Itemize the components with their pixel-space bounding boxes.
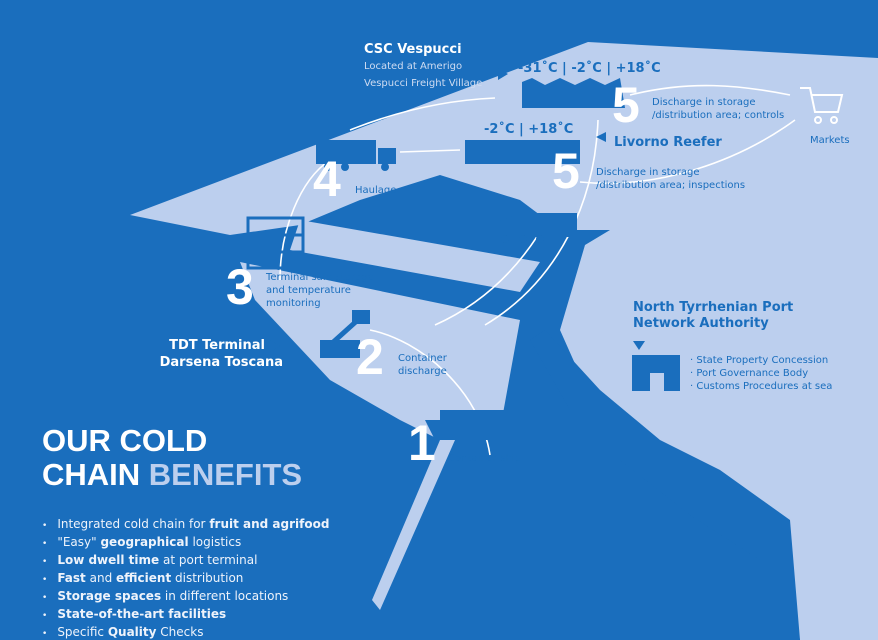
csc-temps: -31˚C | -2˚C | +18˚C	[518, 61, 661, 76]
reefer-warehouse-icon	[465, 140, 580, 164]
headline-line2: CHAIN BENEFITS	[42, 458, 302, 492]
storage-rack-icon	[246, 216, 305, 270]
benefit-item: State-of-the-art facilities	[42, 606, 329, 624]
authority-item: · Port Governance Body	[690, 368, 809, 379]
authority-line1: North Tyrrhenian Port	[633, 300, 794, 315]
reefer-title: Livorno Reefer	[614, 135, 722, 150]
step-2-number: 2	[356, 329, 384, 385]
markets-label: Markets	[810, 135, 850, 146]
reefer-temps: -2˚C | +18˚C	[484, 122, 574, 137]
step-5a-number: 5	[612, 77, 640, 133]
step-5b-number: 5	[552, 143, 580, 199]
step-3-number: 3	[226, 259, 254, 315]
step-4-label: Haulage	[355, 185, 397, 196]
authority-line2: Network Authority	[633, 316, 769, 331]
pointer-csc	[498, 68, 508, 80]
step-1-label: Container ship	[448, 453, 521, 464]
step-5b-label: Discharge in storage /distribution area;…	[596, 167, 746, 191]
pointer-tdt	[270, 340, 280, 352]
step-5a-label: Discharge in storage /distribution area;…	[652, 97, 785, 121]
tdt-line2: Darsena Toscana	[159, 355, 283, 370]
headline-line1: OUR COLD	[42, 423, 208, 458]
land-terminal	[240, 262, 520, 610]
authority-item-text: Customs Procedures at sea	[696, 381, 833, 392]
flow-arrows	[279, 84, 796, 456]
headline: OUR COLD CHAIN BENEFITS	[42, 424, 302, 492]
truck-icon	[316, 140, 396, 171]
benefit-item: "Easy" geographical logistics	[42, 534, 329, 552]
land-pier	[290, 220, 540, 292]
shopping-cart-icon	[800, 87, 844, 124]
step-2-label: Container discharge	[398, 353, 447, 377]
csc-line1: Located at Amerigo	[364, 61, 463, 72]
tdt-line1: TDT Terminal	[169, 338, 265, 353]
authority-item-text: Port Governance Body	[696, 368, 809, 379]
container-ship-icon	[425, 402, 545, 440]
benefit-item: Storage spaces in different locations	[42, 588, 329, 606]
benefits-list: Integrated cold chain for fruit and agri…	[42, 516, 329, 640]
reach-stacker-icon	[320, 310, 370, 358]
benefit-item: Specific Quality Checks	[42, 624, 329, 640]
benefit-item: Low dwell time at port terminal	[42, 552, 329, 570]
water-channel	[530, 330, 800, 640]
step-3-label: Terminal safe storage and temperature mo…	[266, 272, 374, 309]
step-4-number: 4	[313, 151, 341, 207]
pointer-reefer	[596, 132, 606, 142]
authority-item: · Customs Procedures at sea	[690, 381, 833, 392]
headline-benefits: BENEFITS	[148, 457, 303, 492]
pointer-arrows	[270, 68, 645, 352]
authority-item-text: State Property Concession	[696, 355, 829, 366]
authority-building-icon	[632, 355, 680, 391]
pointer-authority	[633, 341, 645, 350]
benefit-item: Fast and efficient distribution	[42, 570, 329, 588]
benefit-item: Integrated cold chain for fruit and agri…	[42, 516, 329, 534]
csc-warehouse-icon	[522, 78, 625, 108]
step-1-number: 1	[408, 415, 436, 471]
csc-line2: Vespucci Freight Village	[364, 78, 483, 89]
truck-icon-2	[497, 213, 577, 243]
authority-item: · State Property Concession	[690, 355, 829, 366]
headline-chain: CHAIN	[42, 457, 149, 492]
csc-title: CSC Vespucci	[364, 42, 462, 57]
